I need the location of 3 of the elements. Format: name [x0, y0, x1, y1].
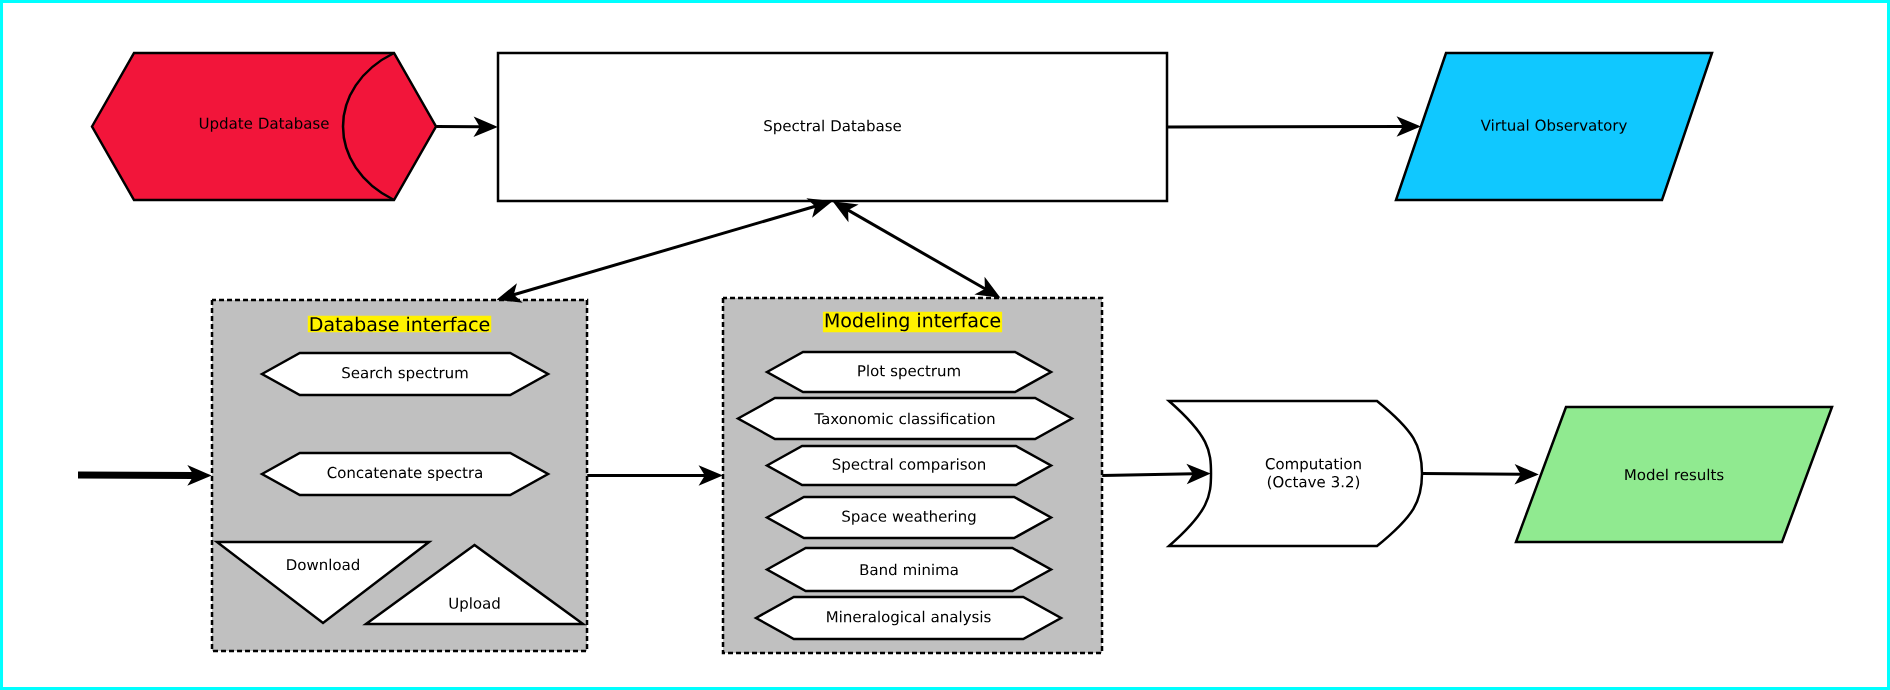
data-parallelogram: Virtual Observatory: [1394, 51, 1714, 202]
data-parallelogram: Model results: [1514, 405, 1834, 544]
process-box: Spectral Database: [496, 51, 1169, 203]
